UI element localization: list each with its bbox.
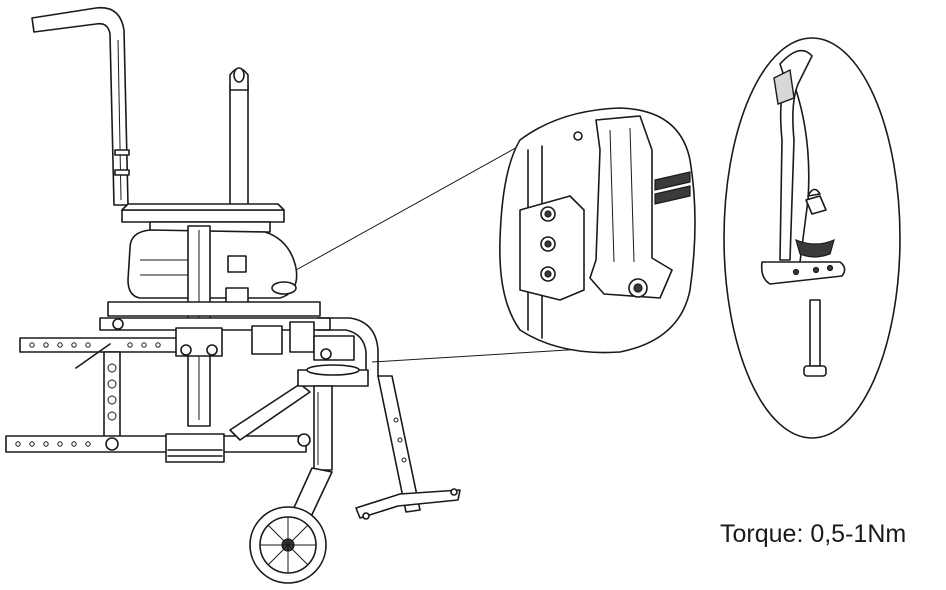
rail-clamps — [175, 321, 315, 357]
latch-exploded-parts — [723, 37, 901, 439]
caster-wheel — [249, 506, 327, 584]
latch-zoom-detail — [499, 107, 696, 354]
vertical-perforated-bar — [103, 351, 121, 439]
bolt-part — [803, 299, 827, 377]
back-support-post — [229, 67, 249, 206]
spring-coil — [654, 171, 691, 205]
nut-part — [805, 188, 827, 215]
seat-frame-rail — [99, 301, 331, 331]
torque-label: Torque: 0,5-1Nm — [720, 520, 907, 548]
push-handle — [31, 6, 130, 206]
diagonal-strut — [229, 383, 311, 441]
washer-part — [795, 238, 835, 258]
front-frame-tube — [313, 317, 379, 377]
wheelchair-frame-drawing — [5, 6, 461, 584]
seat-body — [127, 229, 298, 299]
footrest-tube — [377, 375, 421, 513]
caster-mount — [297, 364, 369, 471]
zoom-leader-lines — [295, 139, 601, 363]
lower-base-bar — [5, 433, 311, 463]
footplate — [355, 488, 461, 520]
